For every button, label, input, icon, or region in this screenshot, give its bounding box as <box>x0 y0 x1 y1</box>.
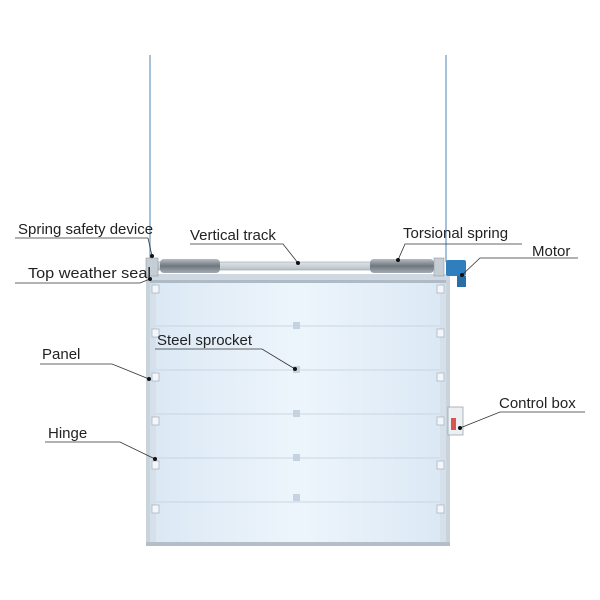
hinge-right <box>436 460 445 470</box>
label-spring-safety-device: Spring safety device <box>18 221 153 238</box>
dot-control-box <box>458 426 462 430</box>
leader-lines <box>15 237 585 460</box>
right-side-rail <box>440 282 446 542</box>
dot-motor <box>460 273 464 277</box>
leader-torsional-spring <box>397 243 522 261</box>
label-top-weather-seal: Top weather seal <box>28 265 151 282</box>
center-marker <box>293 322 300 329</box>
hinge-left <box>151 460 160 470</box>
leader-spring-safety-device <box>15 237 153 257</box>
label-panel: Panel <box>42 346 80 363</box>
leader-hinge <box>45 441 156 460</box>
pointer-dots <box>147 254 464 461</box>
label-control-box: Control box <box>499 395 576 412</box>
motor-body <box>446 260 466 276</box>
dot-hinge <box>153 457 157 461</box>
hinge-right <box>436 284 445 294</box>
left-side-rail <box>150 282 156 542</box>
hinge-right <box>436 416 445 426</box>
leader-panel <box>40 363 150 380</box>
top-weather-seal-strip <box>150 280 446 283</box>
left-torsional-spring <box>160 259 220 273</box>
leader-control-box <box>459 411 585 429</box>
leader-top-weather-seal <box>15 278 151 284</box>
leader-vertical-track <box>190 243 299 264</box>
dot-vertical-track <box>296 261 300 265</box>
dot-top-weather-seal <box>148 277 152 281</box>
center-marker <box>293 494 300 501</box>
control-box-button <box>451 418 456 430</box>
label-torsional-spring: Torsional spring <box>403 225 508 242</box>
motor-unit <box>446 260 466 287</box>
center-marker <box>293 410 300 417</box>
hinge-left <box>151 504 160 514</box>
label-steel-sprocket: Steel sprocket <box>157 332 253 349</box>
hinge-right <box>436 372 445 382</box>
label-motor: Motor <box>532 243 570 260</box>
top-header <box>146 274 450 280</box>
torsion-shaft-assembly <box>145 257 445 277</box>
leader-steel-sprocket <box>155 348 296 370</box>
center-marker <box>293 454 300 461</box>
dot-torsional-spring <box>396 258 400 262</box>
dot-steel-sprocket <box>293 367 297 371</box>
hinge-left <box>151 284 160 294</box>
leader-motor <box>461 257 578 276</box>
motor-drop <box>457 276 466 287</box>
hinge-right <box>436 328 445 338</box>
label-hinge: Hinge <box>48 425 87 442</box>
dot-panel <box>147 377 151 381</box>
door <box>146 278 450 546</box>
hinge-left <box>151 372 160 382</box>
labels: Spring safety device Vertical track Tors… <box>18 221 576 442</box>
bottom-seal <box>146 542 450 546</box>
label-vertical-track: Vertical track <box>190 227 276 244</box>
dot-spring-safety-device <box>150 254 154 258</box>
right-end-bracket <box>433 257 445 277</box>
hinge-left <box>151 416 160 426</box>
hinge-left <box>151 328 160 338</box>
right-torsional-spring <box>370 259 434 273</box>
hinge-right <box>436 504 445 514</box>
control-box-unit <box>447 406 464 436</box>
